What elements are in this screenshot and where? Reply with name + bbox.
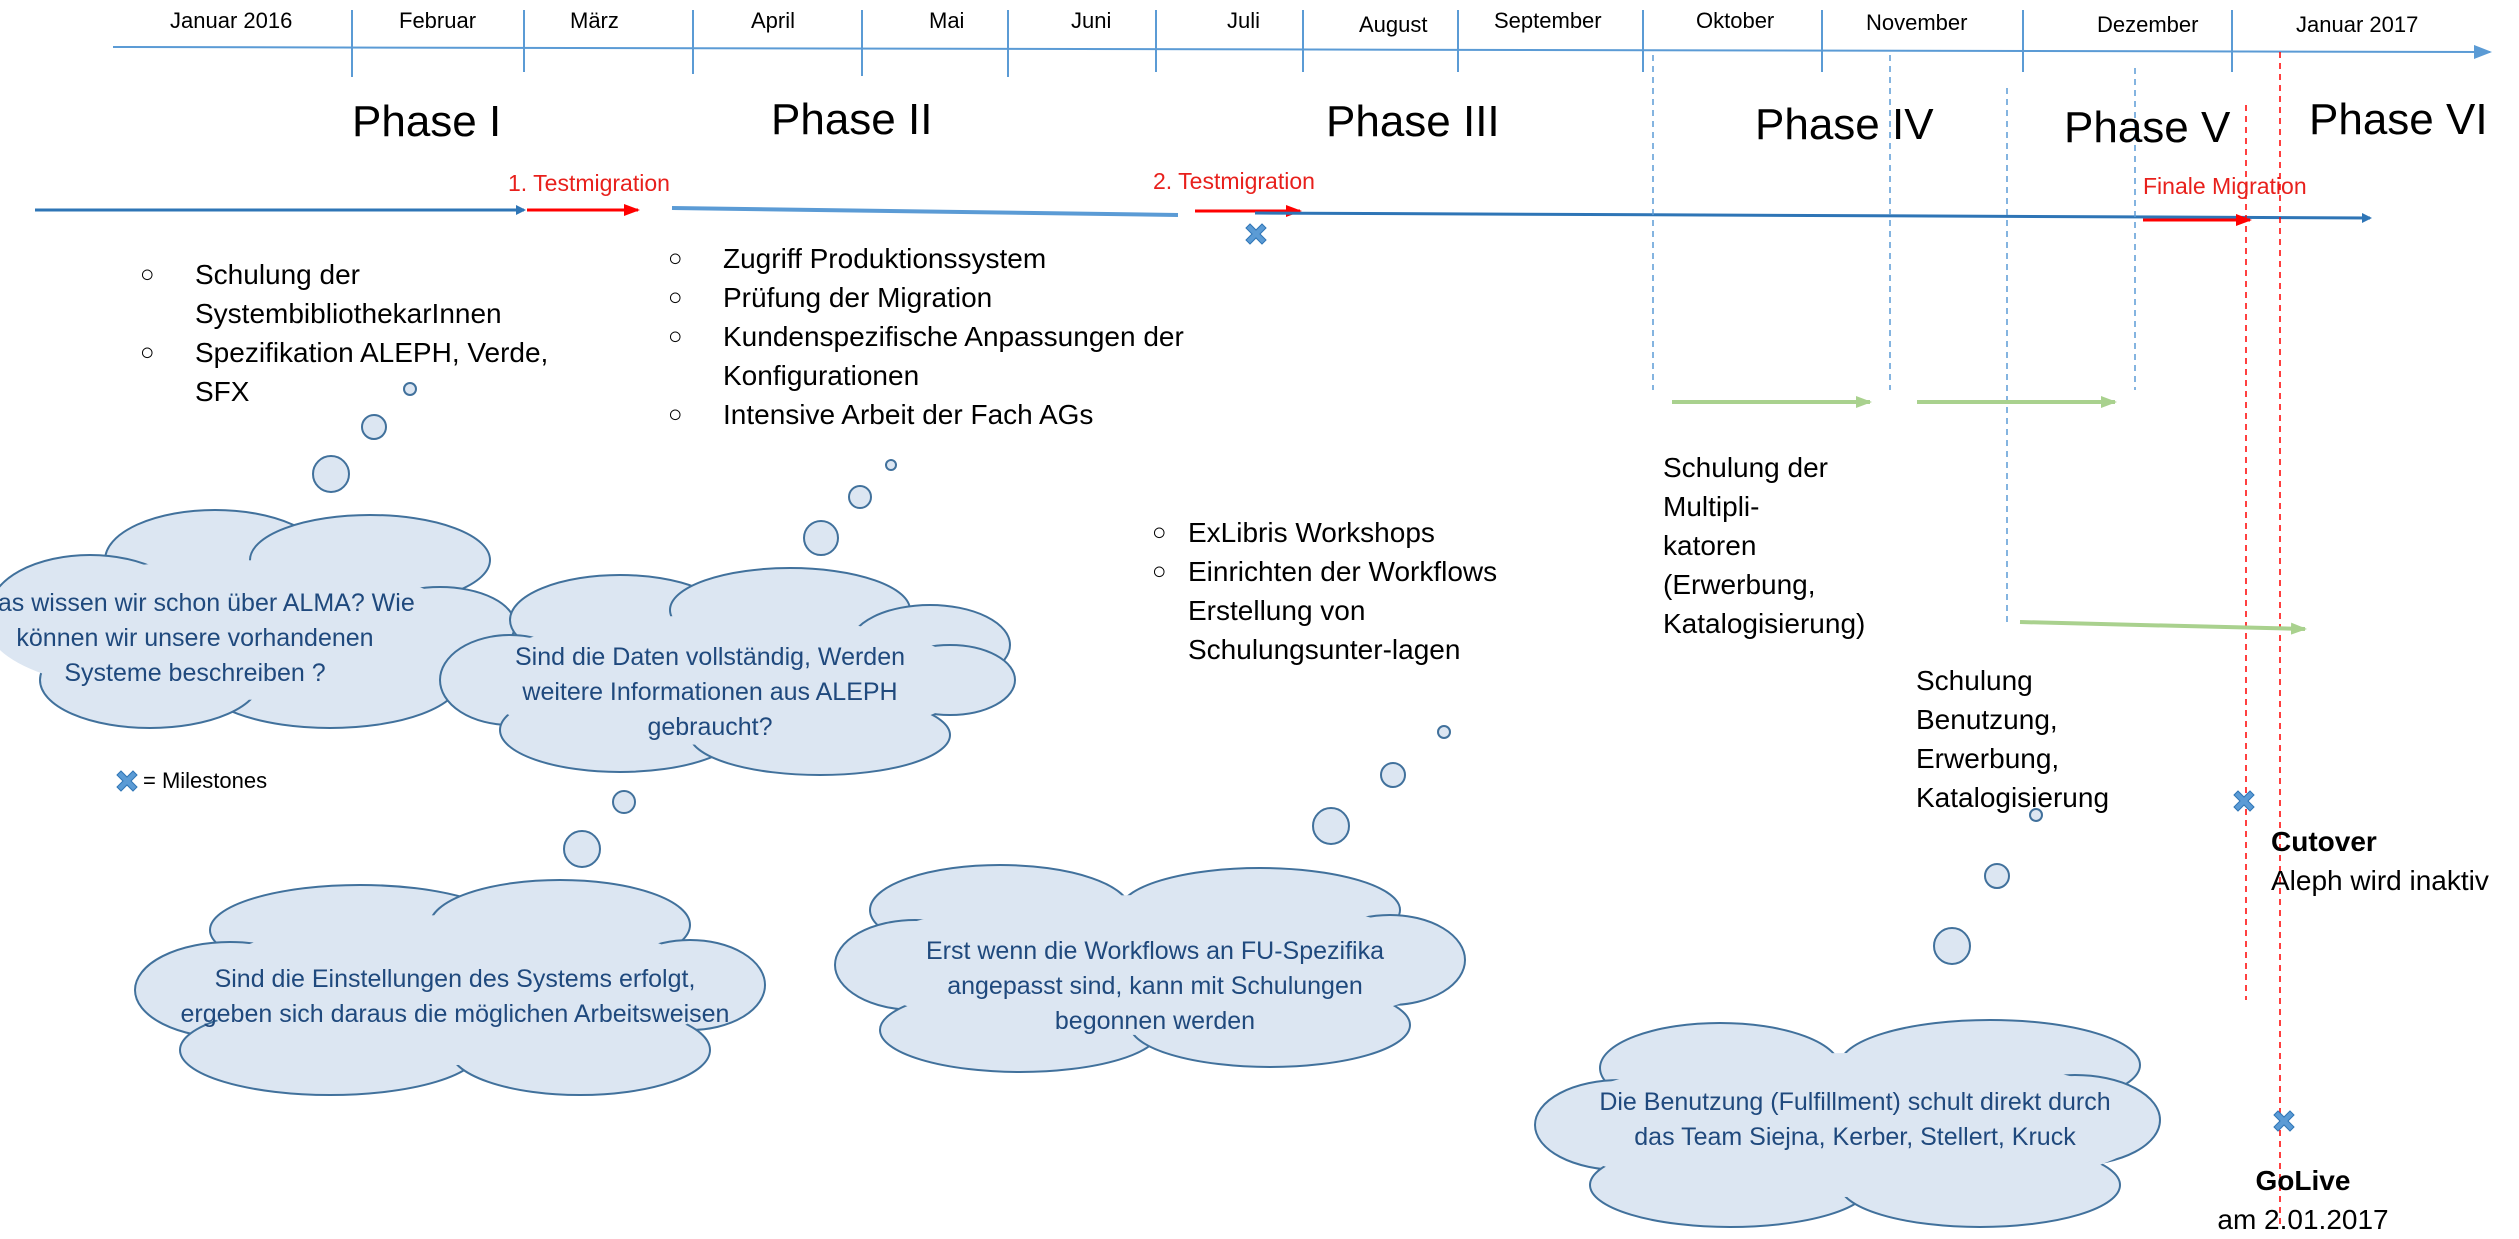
- legend-milestone-icon: [116, 770, 138, 792]
- text-line: katoren: [1663, 530, 1757, 561]
- text-line: Multipli-: [1663, 491, 1760, 522]
- text-line: Katalogisierung: [1916, 782, 2110, 813]
- month-label: Februar: [399, 8, 477, 33]
- phase-title: Phase V: [2064, 103, 2231, 152]
- cloud-text: Erst wenn die Workflows an FU-Spezifika …: [925, 937, 1385, 1035]
- month-axis: [112, 10, 2492, 77]
- task-item: Intensive Arbeit der Fach AGs: [668, 395, 1228, 434]
- task-item: Einrichten der Workflows Erstellung von …: [1152, 552, 1552, 669]
- month-label: Oktober: [1696, 8, 1775, 33]
- task-item: Zugriff Produktionssystem: [668, 239, 1228, 278]
- phase-guides: [1652, 55, 2136, 622]
- cutover-guides: [2245, 52, 2281, 1225]
- cloud-text: Sind die Daten vollständig, Werden weite…: [514, 643, 906, 741]
- training-multiplikatoren: Schulung der Multipli- katoren (Erwerbun…: [1663, 448, 1865, 643]
- thought-cloud: [0, 509, 2161, 1228]
- cloud-text: Sind die Einstellungen des Systems erfol…: [180, 965, 730, 1028]
- month-label: Dezember: [2097, 12, 2199, 37]
- training-benutzung: Schulung Benutzung, Erwerbung, Katalogis…: [1916, 661, 2109, 817]
- cutover-text: Aleph wird inaktiv: [2271, 865, 2489, 896]
- month-label: Juni: [1071, 8, 1112, 33]
- month-label: November: [1866, 10, 1968, 35]
- month-label: August: [1359, 12, 1428, 37]
- milestone-icon: [2233, 790, 2255, 812]
- phase-title: Phase VI: [2309, 95, 2488, 144]
- phase-title: Phase IV: [1755, 100, 1934, 149]
- text-line: Schulung: [1916, 665, 2033, 696]
- text-line: Benutzung,: [1916, 704, 2058, 735]
- main-timeline: [35, 204, 2372, 226]
- text-line: Katalogisierung): [1663, 608, 1866, 639]
- month-label: Juli: [1227, 8, 1261, 33]
- text-line: Schulung der: [1663, 452, 1829, 483]
- task-item: Schulung der SystembibliothekarInnen: [140, 255, 580, 333]
- cutover-note: Cutover Aleph wird inaktiv: [2271, 822, 2489, 900]
- month-label: März: [570, 8, 619, 33]
- milestone-icon: [1245, 223, 1267, 245]
- golive-title: GoLive: [2255, 1165, 2351, 1196]
- phase1-task-list: Schulung der SystembibliothekarInnen Spe…: [140, 255, 580, 411]
- migration-label: 1. Testmigration: [508, 170, 670, 196]
- phase-title: Phase I: [352, 97, 502, 146]
- task-item: Spezifikation ALEPH, Verde, SFX: [140, 333, 580, 411]
- cutover-title: Cutover: [2271, 826, 2377, 857]
- month-label: Mai: [929, 8, 965, 33]
- task-item: ExLibris Workshops: [1152, 513, 1552, 552]
- month-label: April: [751, 8, 796, 33]
- month-label: September: [1494, 8, 1602, 33]
- cloud-text: Die Benutzung (Fulfillment) schult direk…: [1599, 1088, 2111, 1151]
- month-label: Januar 2017: [2296, 12, 2419, 37]
- text-line: Erwerbung,: [1916, 743, 2060, 774]
- month-label: Januar 2016: [170, 8, 293, 33]
- phase-title: Phase III: [1326, 97, 1500, 146]
- text-line: (Erwerbung,: [1663, 569, 1816, 600]
- golive-text: am 2.01.2017: [2217, 1204, 2389, 1235]
- milestone-icon: [2273, 1110, 2295, 1132]
- golive-note: GoLive am 2.01.2017: [2213, 1161, 2393, 1239]
- migration-label: 2. Testmigration: [1153, 168, 1315, 194]
- phase2-task-list: Zugriff Produktionssystem Prüfung der Mi…: [668, 239, 1228, 434]
- legend-text: = Milestones: [143, 768, 268, 793]
- training-arrows: [1672, 396, 2307, 635]
- phase-title: Phase II: [771, 95, 933, 144]
- phase3-task-list: ExLibris Workshops Einrichten der Workfl…: [1152, 513, 1552, 669]
- task-item: Kundenspezifische Anpassungen der Konfig…: [668, 317, 1228, 395]
- cloud-text: Was wissen wir schon über ALMA? Wie könn…: [0, 589, 415, 687]
- task-item: Prüfung der Migration: [668, 278, 1228, 317]
- migration-label: Finale Migration: [2143, 173, 2307, 199]
